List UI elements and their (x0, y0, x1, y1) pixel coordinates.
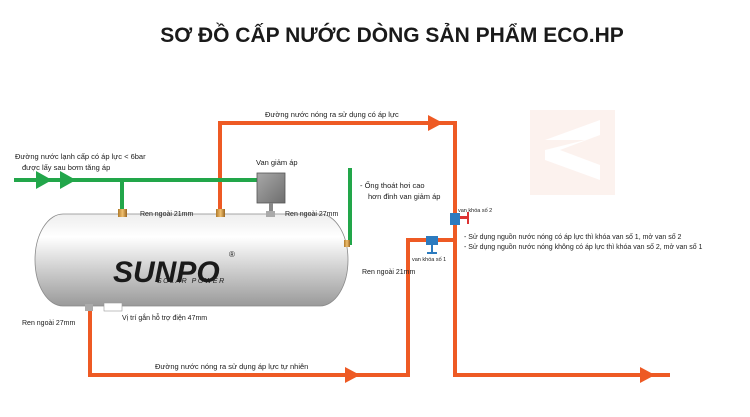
label-heater-position: Vị trí gắn hỗ trợ điện 47mm (122, 313, 207, 322)
label-pressure-valve: Van giảm áp (256, 158, 298, 167)
arrow-hot-bottom-mid (345, 367, 360, 383)
hot-water-pipes (88, 121, 670, 377)
cold-flow-arrows (36, 171, 76, 189)
valve-1 (426, 236, 438, 254)
note-1: - Sử dụng nguồn nước nóng có áp lực thì … (464, 232, 682, 241)
arrow-cold-2 (60, 171, 76, 189)
label-thread-21-left: Ren ngoài 21mm (140, 211, 193, 218)
label-valve-1: van khóa số 1 (412, 257, 446, 263)
water-tank (34, 213, 349, 307)
arrow-hot-right (640, 367, 655, 383)
label-vent-pipe-2: hơn đỉnh van giảm áp (368, 192, 440, 201)
label-thread-27-bottom: Ren ngoài 27mm (22, 320, 75, 327)
label-vent-pipe-1: - Ống thoát hơi cao (360, 180, 425, 190)
hot-pressure-pipe (218, 121, 670, 377)
label-thread-21-outlet: Ren ngoài 21mm (362, 269, 415, 276)
label-cold-inlet-1: Đường nước lạnh cấp có áp lực < 6bar (15, 152, 146, 161)
label-cold-inlet-2: được lấy sau bơm tăng áp (22, 163, 110, 172)
logo-text: SUNPO (113, 256, 220, 289)
note-2: - Sử dụng nguồn nước nóng không có áp lự… (464, 242, 703, 251)
pressure-valve-box (256, 172, 286, 204)
label-hot-pressure-line: Đường nước nóng ra sử dụng có áp lực (265, 110, 399, 119)
arrow-cold-1 (36, 171, 52, 189)
logo-registered: ® (229, 250, 235, 259)
valve-2 (450, 212, 469, 225)
pressure-valve-stem (269, 203, 273, 215)
fitting-outlet (344, 240, 350, 247)
logo-tagline: SOLAR POWER (157, 278, 226, 285)
fitting-bottom (85, 304, 93, 311)
page-title: SƠ ĐỒ CẤP NƯỚC DÒNG SẢN PHẨM ECO.HP (160, 23, 624, 47)
heater-port (103, 302, 123, 312)
sunpo-logo: SUNPO ® SOLAR POWER (113, 250, 235, 289)
hot-flow-arrows (345, 115, 655, 383)
label-natural-line: Đường nước nóng ra sử dụng áp lực tự nhi… (155, 362, 308, 371)
arrow-hot-top (428, 115, 443, 131)
label-thread-27-right: Ren ngoài 27mm (285, 211, 338, 218)
fitting-middle (216, 209, 225, 217)
fitting-valve (266, 211, 275, 217)
outlet-connector-pipe (88, 238, 455, 377)
fitting-left (118, 209, 127, 217)
label-valve-2: van khóa số 2 (458, 208, 492, 214)
watermark-logo (530, 110, 615, 195)
